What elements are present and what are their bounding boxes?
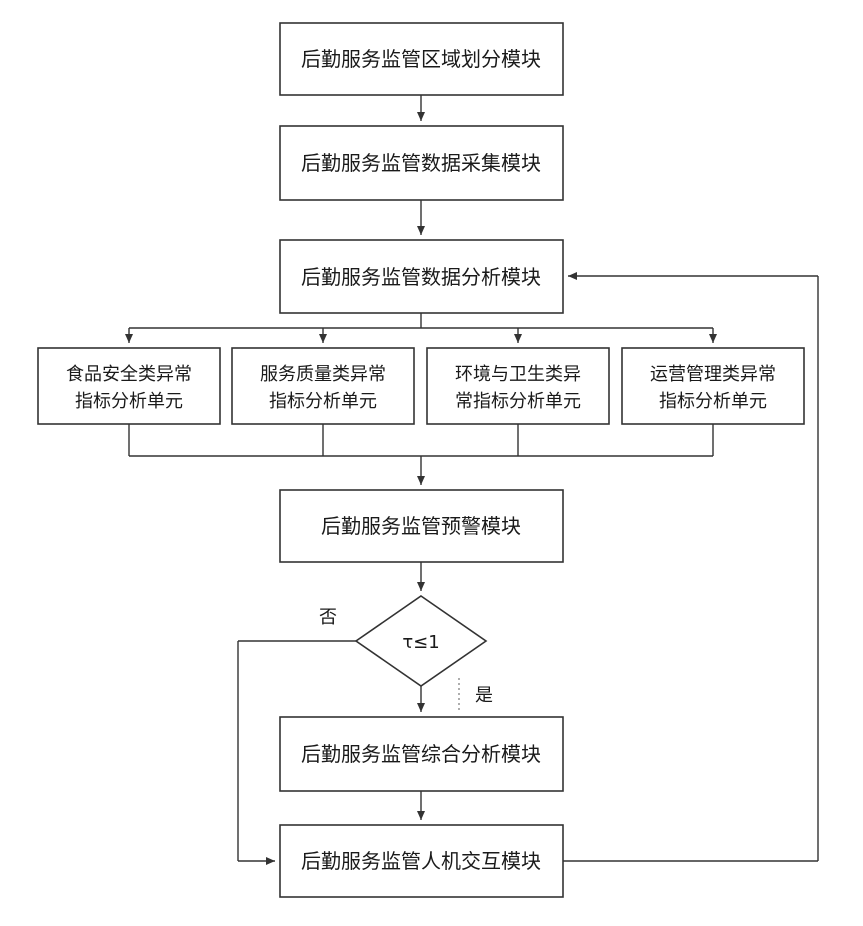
hci-module-label: 后勤服务监管人机交互模块 [301,849,541,873]
analysis-module-label: 后勤服务监管数据分析模块 [301,265,541,289]
decision-label: τ≤1 [402,632,439,653]
comprehensive-module-label: 后勤服务监管综合分析模块 [301,742,541,766]
unit-service-quality-line2: 指标分析单元 [269,391,377,412]
yes-label: 是 [475,685,493,706]
collect-module-label: 后勤服务监管数据采集模块 [301,151,541,175]
unit-environment-box [427,348,609,424]
unit-food-safety-line2: 指标分析单元 [75,391,183,412]
warning-module-label: 后勤服务监管预警模块 [321,514,521,538]
unit-environment-line1: 环境与卫生类异 [455,364,581,385]
no-label: 否 [319,607,337,628]
unit-food-safety-line1: 食品安全类异常 [66,364,192,385]
unit-food-safety-box [38,348,220,424]
unit-operations-line1: 运营管理类异常 [650,364,776,385]
unit-operations-box [622,348,804,424]
unit-environment-line2: 常指标分析单元 [455,391,581,412]
unit-service-quality-box [232,348,414,424]
region-module-label: 后勤服务监管区域划分模块 [301,47,541,71]
unit-operations-line2: 指标分析单元 [659,391,767,412]
unit-service-quality-line1: 服务质量类异常 [260,364,386,385]
